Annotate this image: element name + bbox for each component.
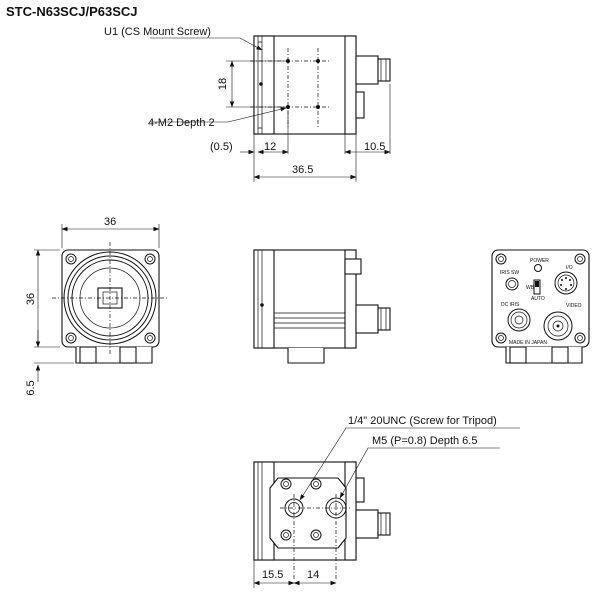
label-power: POWER — [530, 258, 549, 264]
callout-cs-mount: U1 (CS Mount Screw) — [104, 26, 211, 38]
dim-12: 12 — [264, 141, 276, 153]
drawing-title: STC-N63SCJ/P63SCJ — [6, 4, 138, 19]
label-dc-iris: DC IRIS — [501, 302, 520, 308]
tripod-hole-icon — [284, 498, 304, 518]
label-auto: AUTO — [531, 296, 545, 302]
top-view: U1 (CS Mount Screw) 4-M2 Depth 2 18 (0.5… — [104, 26, 391, 182]
label-io: I/O — [566, 265, 573, 271]
top-view-connector — [355, 55, 379, 85]
power-led-icon — [534, 264, 542, 272]
callout-m5: M5 (P=0.8) Depth 6.5 — [372, 435, 477, 447]
dim-10-5: 10.5 — [364, 141, 385, 153]
dim-6-5: 6.5 — [25, 380, 37, 395]
side-view — [253, 249, 391, 364]
callout-m2: 4-M2 Depth 2 — [148, 117, 215, 129]
dim-18: 18 — [217, 78, 229, 90]
rear-view: POWER IRIS SW WB AUTO I/O DC IRIS VIDEO … — [491, 249, 590, 364]
dim-front-width: 36 — [104, 216, 116, 228]
io-connector-icon — [554, 271, 578, 295]
label-wb: WB — [526, 285, 535, 291]
dim-0-5: (0.5) — [210, 141, 233, 153]
callout-tripod: 1/4" 20UNC (Screw for Tripod) — [348, 415, 497, 427]
top-view-front-ring — [253, 35, 275, 135]
bottom-view: 1/4" 20UNC (Screw for Tripod) M5 (P=0.8)… — [253, 415, 520, 588]
label-video: VIDEO — [566, 303, 582, 309]
wb-switch-icon — [533, 279, 541, 295]
label-iris: IRIS — [500, 270, 510, 276]
dim-36-5: 36.5 — [292, 164, 313, 176]
video-bnc-icon — [543, 311, 573, 341]
front-view: 36 36 6.5 — [25, 216, 168, 396]
dc-iris-connector-icon — [507, 308, 531, 332]
dim-14: 14 — [307, 569, 319, 581]
top-view-rear-step — [344, 35, 357, 135]
dim-front-height: 36 — [25, 293, 37, 305]
label-made-in: MADE IN JAPAN — [509, 340, 547, 346]
dim-15-5: 15.5 — [262, 569, 283, 581]
label-sw: SW — [511, 270, 519, 276]
